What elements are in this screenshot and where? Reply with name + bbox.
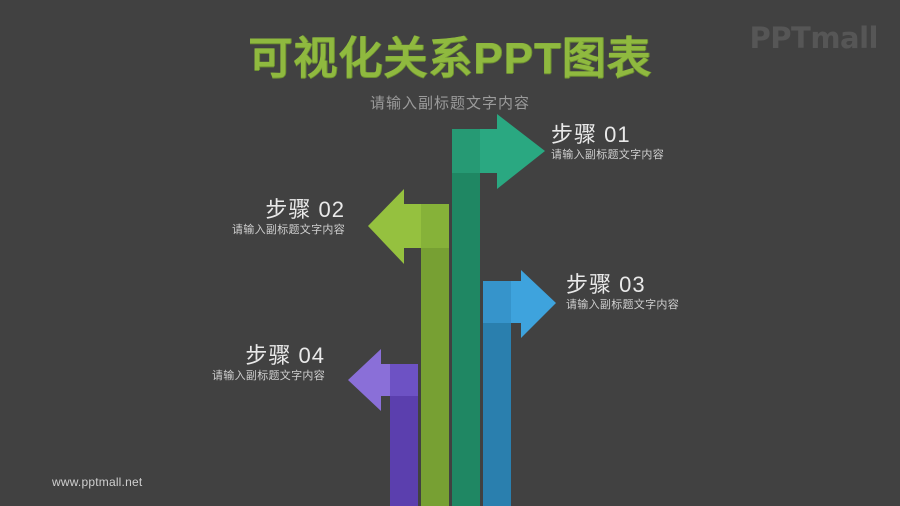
arrow-step-02-shaft xyxy=(421,230,449,506)
step-label-04[interactable]: 步骤 04 请输入副标题文字内容 xyxy=(165,343,325,384)
page-subtitle: 请输入副标题文字内容 xyxy=(369,95,530,112)
step-03-heading: 步骤 03 xyxy=(566,272,646,297)
arrow-step-03[interactable] xyxy=(483,270,556,506)
step-03-subtext: 请输入副标题文字内容 xyxy=(566,299,679,312)
step-01-subtext: 请输入副标题文字内容 xyxy=(551,149,664,162)
arrow-step-02[interactable] xyxy=(368,189,449,506)
step-label-01[interactable]: 步骤 01 请输入副标题文字内容 xyxy=(551,122,664,163)
arrow-step-01-shaft xyxy=(452,155,480,506)
step-02-heading: 步骤 02 xyxy=(265,197,345,222)
website-link[interactable]: www.pptmall.net xyxy=(52,475,143,489)
step-label-03[interactable]: 步骤 03 请输入副标题文字内容 xyxy=(566,272,679,313)
arrow-step-04-shaft xyxy=(390,376,418,506)
page-title: 可视化关系PPT图表 xyxy=(248,34,652,83)
arrow-step-01[interactable] xyxy=(452,114,545,506)
pptmall-logo: PPTmall xyxy=(749,21,879,55)
step-label-02[interactable]: 步骤 02 请输入副标题文字内容 xyxy=(185,197,345,238)
arrow-step-04-bend xyxy=(390,364,418,396)
arrow-step-04[interactable] xyxy=(348,349,418,506)
arrow-step-01-bend xyxy=(452,129,480,173)
arrow-step-03-bend xyxy=(483,281,511,323)
step-04-heading: 步骤 04 xyxy=(245,343,325,368)
arrow-step-03-shaft xyxy=(483,305,511,506)
step-01-heading: 步骤 01 xyxy=(551,122,631,147)
step-04-subtext: 请输入副标题文字内容 xyxy=(212,370,325,383)
step-02-subtext: 请输入副标题文字内容 xyxy=(232,224,345,237)
arrow-step-02-bend xyxy=(421,204,449,248)
